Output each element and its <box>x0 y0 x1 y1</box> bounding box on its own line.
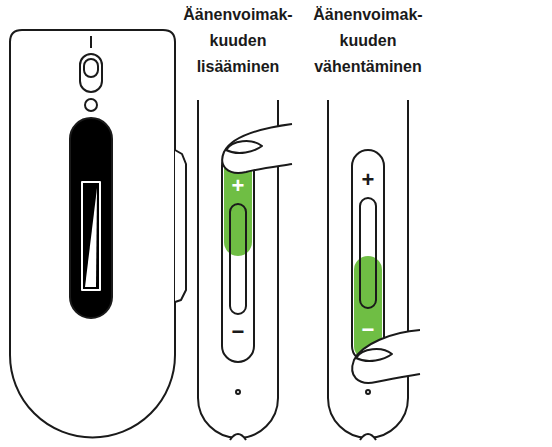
fingernail <box>356 349 392 361</box>
volume-rocker <box>222 150 254 362</box>
microphone-hole <box>366 390 370 394</box>
power-switch <box>80 54 102 92</box>
rocker-slot <box>360 198 376 308</box>
finger <box>222 124 292 173</box>
instruction-heading: Äänenvoimak- kuuden lisääminen <box>173 2 303 80</box>
volume-down-symbol: − <box>226 321 250 343</box>
switch-mark <box>90 36 92 48</box>
instruction-heading: Äänenvoimak- kuuden vähentäminen <box>303 2 433 80</box>
microphone-hole <box>236 390 240 394</box>
indicator-light <box>85 99 97 111</box>
rocker-slot <box>230 204 246 314</box>
volume-up-symbol: + <box>226 175 250 197</box>
device-body <box>328 100 408 438</box>
belt-clip <box>175 150 186 302</box>
volume-gauge <box>82 182 100 290</box>
switch-knob <box>84 59 98 77</box>
volume-capsule <box>70 118 112 318</box>
lanyard-eyelet <box>360 434 376 440</box>
volume-down-symbol: − <box>356 319 380 341</box>
volume-rocker <box>352 150 384 362</box>
device-body <box>10 30 175 437</box>
lanyard-eyelet <box>230 434 246 440</box>
volume-wedge <box>85 188 97 287</box>
volume-up-symbol: + <box>356 169 380 191</box>
fingernail <box>226 141 262 153</box>
